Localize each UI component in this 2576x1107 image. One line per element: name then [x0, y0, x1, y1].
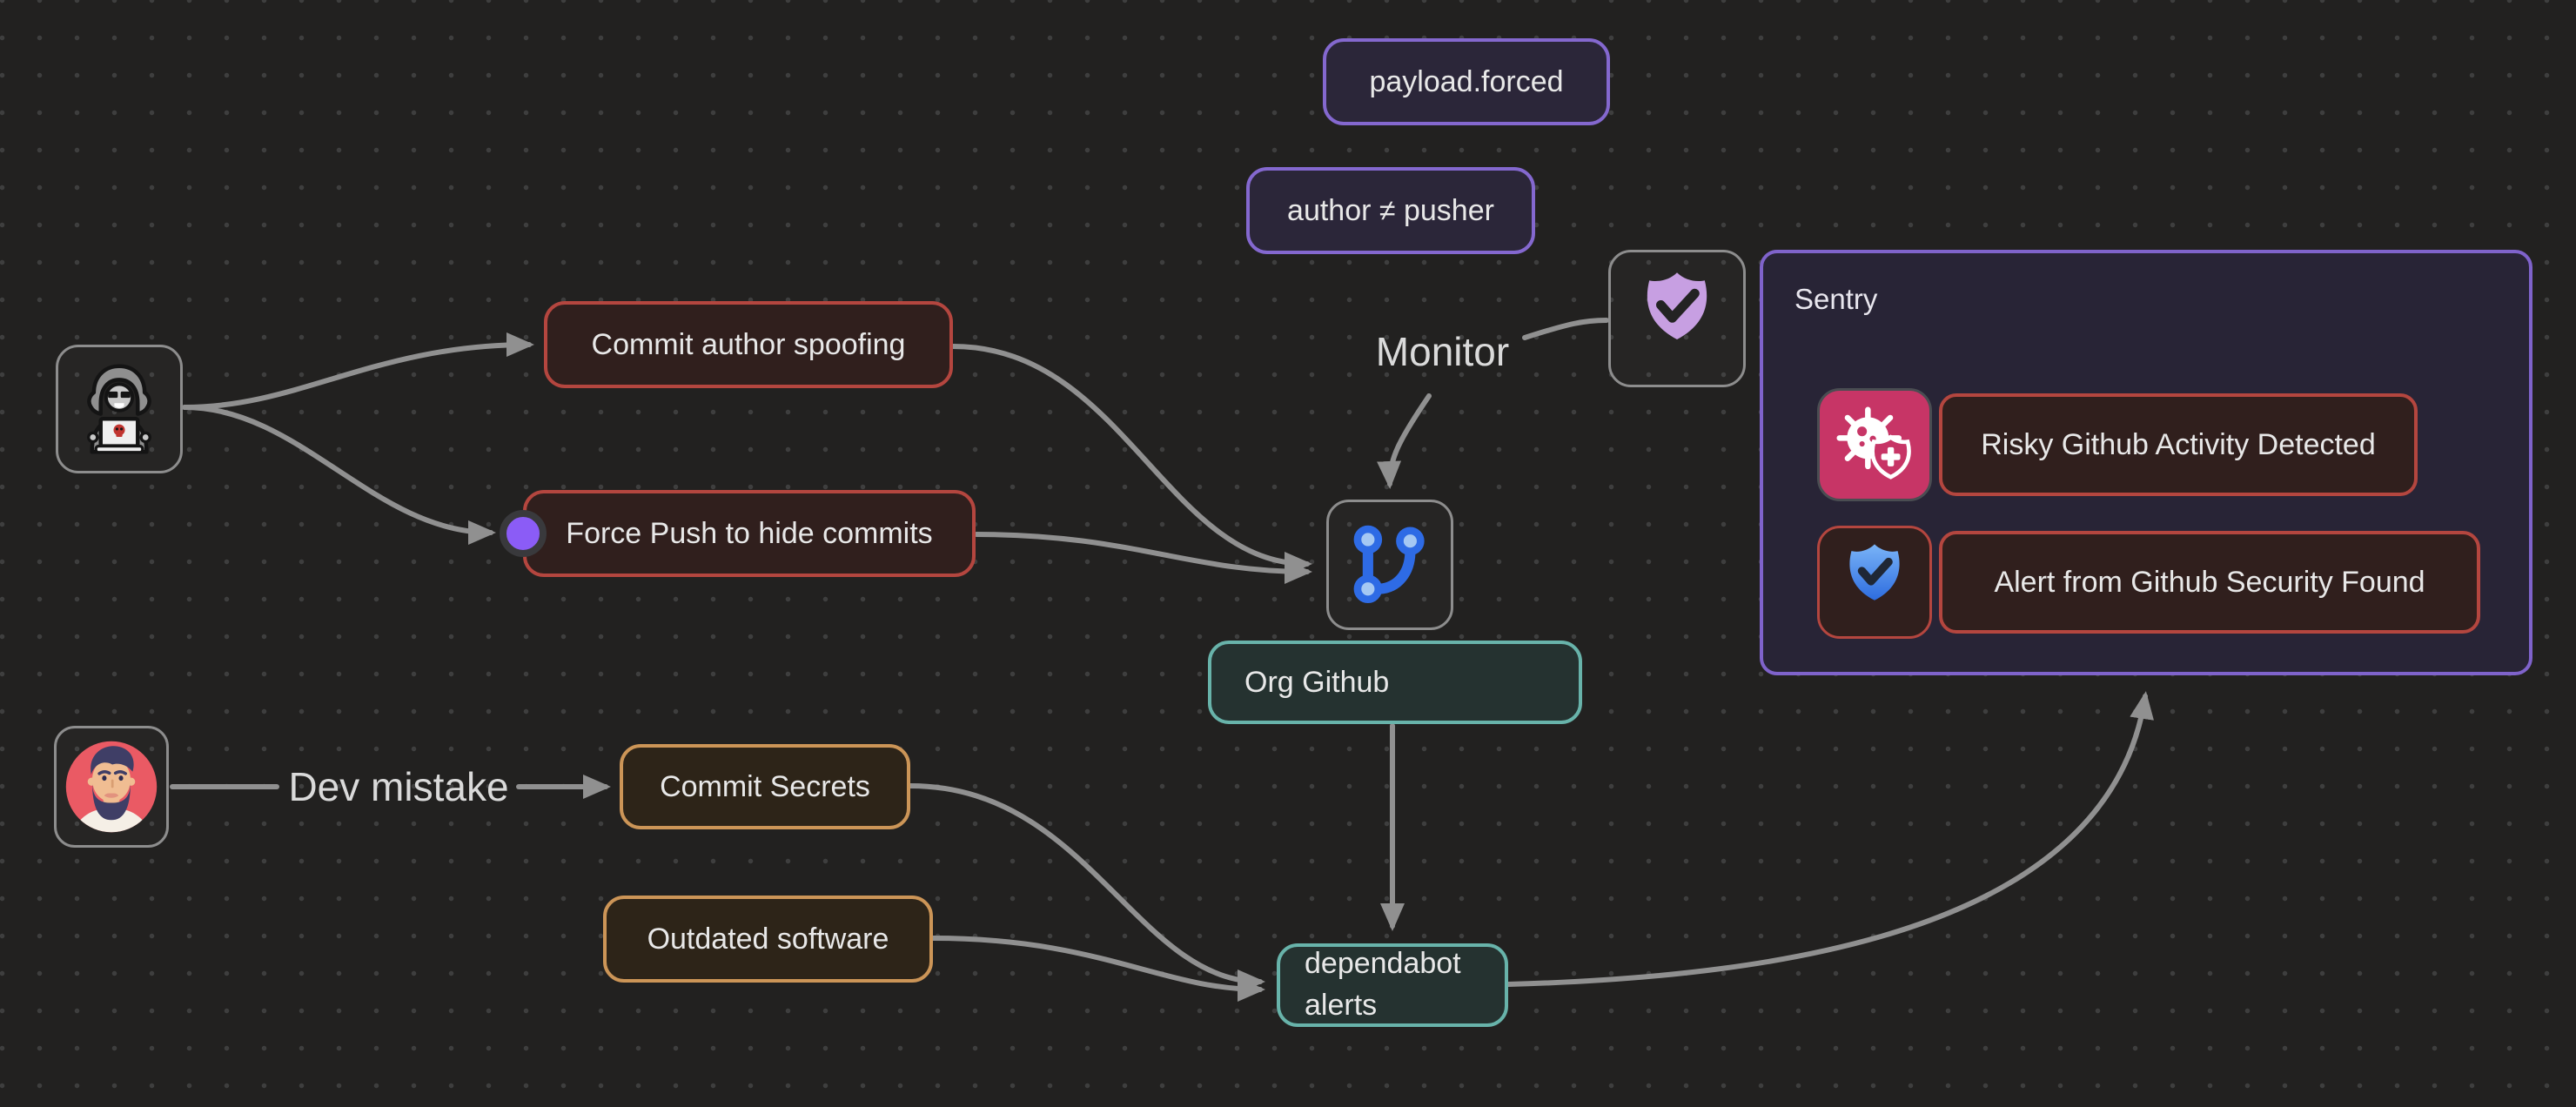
sentry-title: Sentry	[1794, 283, 1878, 315]
virus-shield-glyph	[1836, 406, 1911, 480]
node-monitor-shield[interactable]	[1608, 250, 1746, 387]
node-org-github[interactable]: Org Github	[1208, 641, 1582, 724]
monitor-label[interactable]: Monitor	[1358, 327, 1527, 376]
node-label: Commit author spoofing	[591, 327, 906, 361]
edge-monitor-to-shield[interactable]	[1522, 318, 1609, 340]
alert-label: Alert from Github Security Found	[1994, 565, 2425, 599]
hacker-laptop-skull-icon	[87, 364, 151, 454]
node-force-push[interactable]: Force Push to hide commits	[523, 490, 976, 577]
git-branch-icon	[1353, 525, 1425, 603]
node-author-not-pusher[interactable]: author ≠ pusher	[1246, 167, 1535, 254]
developer-avatar	[65, 741, 158, 833]
node-dependabot-alerts[interactable]: dependabot alerts	[1277, 943, 1508, 1027]
node-payload-forced[interactable]: payload.forced	[1323, 38, 1610, 125]
node-developer[interactable]	[54, 726, 169, 848]
node-github-repo[interactable]	[1326, 500, 1453, 630]
sentry-alert-row: Risky Github Activity Detected	[1817, 388, 2418, 501]
edge-dependabot-to-sentry[interactable]	[1506, 691, 2154, 987]
node-label: Force Push to hide commits	[566, 516, 933, 550]
label-text: Dev mistake	[288, 764, 509, 809]
edge-forcepush-to-github[interactable]	[974, 532, 1312, 584]
blue-shield-check-icon[interactable]	[1817, 526, 1932, 639]
node-outdated-software[interactable]: Outdated software	[603, 896, 933, 983]
dev-mistake-label[interactable]: Dev mistake	[282, 764, 515, 809]
blue-shield-glyph	[1849, 544, 1900, 600]
edge-spoofing-to-github[interactable]	[950, 344, 1312, 576]
edge-hacker-to-forcepush[interactable]	[182, 405, 496, 545]
node-label: Outdated software	[647, 922, 889, 956]
virus-shield-icon[interactable]	[1817, 388, 1932, 501]
sentry-alert-github-security[interactable]: Alert from Github Security Found	[1939, 531, 2480, 634]
node-hacker[interactable]	[56, 345, 183, 473]
node-label: author ≠ pusher	[1287, 193, 1494, 227]
node-label: Commit Secrets	[660, 769, 870, 803]
edge-outdated-to-dependabot[interactable]	[930, 936, 1265, 1002]
edge-monitor-to-github[interactable]	[1377, 393, 1432, 489]
node-label: Org Github	[1244, 665, 1390, 699]
sentry-panel[interactable]: Sentry	[1760, 250, 2532, 675]
sentry-alert-risky[interactable]: Risky Github Activity Detected	[1939, 393, 2418, 496]
edge-secrets-to-dependabot[interactable]	[908, 783, 1265, 994]
node-commit-secrets[interactable]: Commit Secrets	[620, 744, 910, 829]
edge-hacker-to-spoofing[interactable]	[182, 332, 534, 410]
node-label: payload.forced	[1369, 64, 1564, 98]
edge-anchor-dot[interactable]	[500, 510, 547, 557]
alert-label: Risky Github Activity Detected	[1981, 427, 2376, 461]
node-label: dependabot alerts	[1305, 947, 1461, 1022]
node-commit-author-spoofing[interactable]: Commit author spoofing	[544, 301, 953, 388]
purple-shield-check-icon	[1647, 272, 1707, 339]
label-text: Monitor	[1375, 329, 1510, 374]
sentry-alert-row: Alert from Github Security Found	[1817, 526, 2480, 639]
